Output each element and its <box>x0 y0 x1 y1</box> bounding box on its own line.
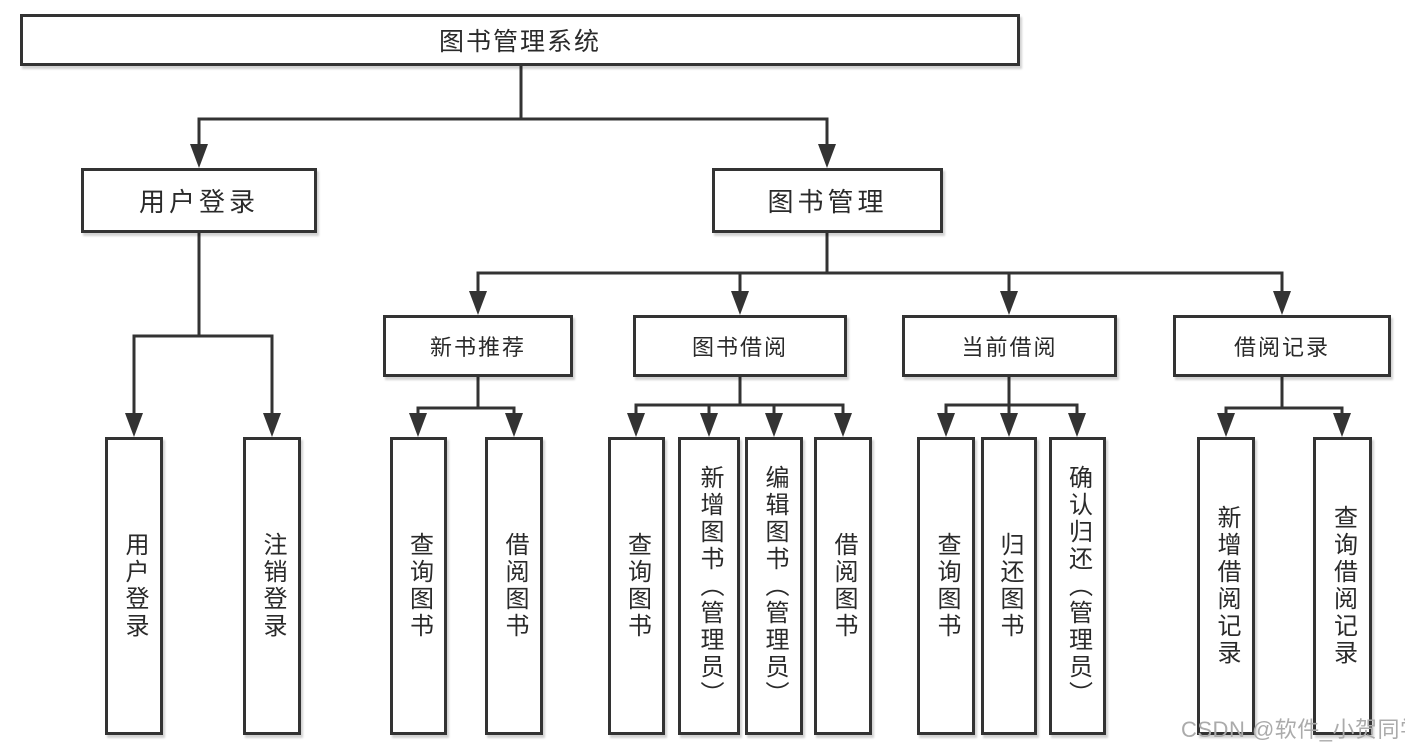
node-current-borrowing: 当前借阅 <box>902 315 1117 377</box>
node-label: 图书管理系统 <box>438 28 601 56</box>
node-book-management: 图书管理 <box>712 168 943 233</box>
leaf-user-login: 用户登录 <box>105 437 163 735</box>
leaf-newbooks-query-books: 查询图书 <box>390 437 447 735</box>
node-label: 借阅图书 <box>501 532 528 640</box>
node-label: 新增图书（管理员） <box>696 464 723 708</box>
node-label: 编辑图书（管理员） <box>761 464 788 708</box>
node-borrowing-records: 借阅记录 <box>1173 315 1391 377</box>
node-label: 当前借阅 <box>961 335 1058 360</box>
leaf-newbooks-borrow-books: 借阅图书 <box>485 437 543 735</box>
node-label: 查询图书 <box>933 532 960 640</box>
node-label: 归还图书 <box>996 532 1023 640</box>
csdn-watermark: CSDN @软件_小贺同学 <box>1181 717 1405 742</box>
leaf-borrowing-query-books: 查询图书 <box>608 437 665 735</box>
node-label: 确认归还（管理员） <box>1064 464 1092 708</box>
leaf-current-return-books: 归还图书 <box>981 437 1037 735</box>
leaf-logout: 注销登录 <box>243 437 301 735</box>
node-label: 借阅图书 <box>830 532 857 640</box>
leaf-borrowing-add-books-admin: 新增图书（管理员） <box>678 437 740 735</box>
node-label: 查询图书 <box>623 532 651 640</box>
node-label: 新书推荐 <box>429 335 526 360</box>
node-label: 查询借阅记录 <box>1329 505 1357 667</box>
leaf-borrowing-edit-books-admin: 编辑图书（管理员） <box>745 437 803 735</box>
node-label: 图书管理 <box>767 187 888 217</box>
node-library-management-system: 图书管理系统 <box>20 14 1020 66</box>
node-label: 用户登录 <box>138 187 259 217</box>
node-label: 注销登录 <box>259 532 286 640</box>
leaf-records-add-record: 新增借阅记录 <box>1197 437 1255 735</box>
node-label: 图书借阅 <box>691 335 788 360</box>
node-new-book-recommendation: 新书推荐 <box>383 315 573 377</box>
leaf-borrowing-borrow-books: 借阅图书 <box>814 437 872 735</box>
node-label: 新增借阅记录 <box>1213 505 1240 667</box>
leaf-current-query-books: 查询图书 <box>917 437 975 735</box>
node-label: 查询图书 <box>405 532 433 640</box>
node-user-login: 用户登录 <box>81 168 317 233</box>
leaf-records-query-record: 查询借阅记录 <box>1313 437 1372 735</box>
node-book-borrowing: 图书借阅 <box>633 315 847 377</box>
node-label: 借阅记录 <box>1233 335 1330 360</box>
leaf-current-confirm-return-admin: 确认归还（管理员） <box>1049 437 1106 735</box>
node-label: 用户登录 <box>121 532 148 640</box>
